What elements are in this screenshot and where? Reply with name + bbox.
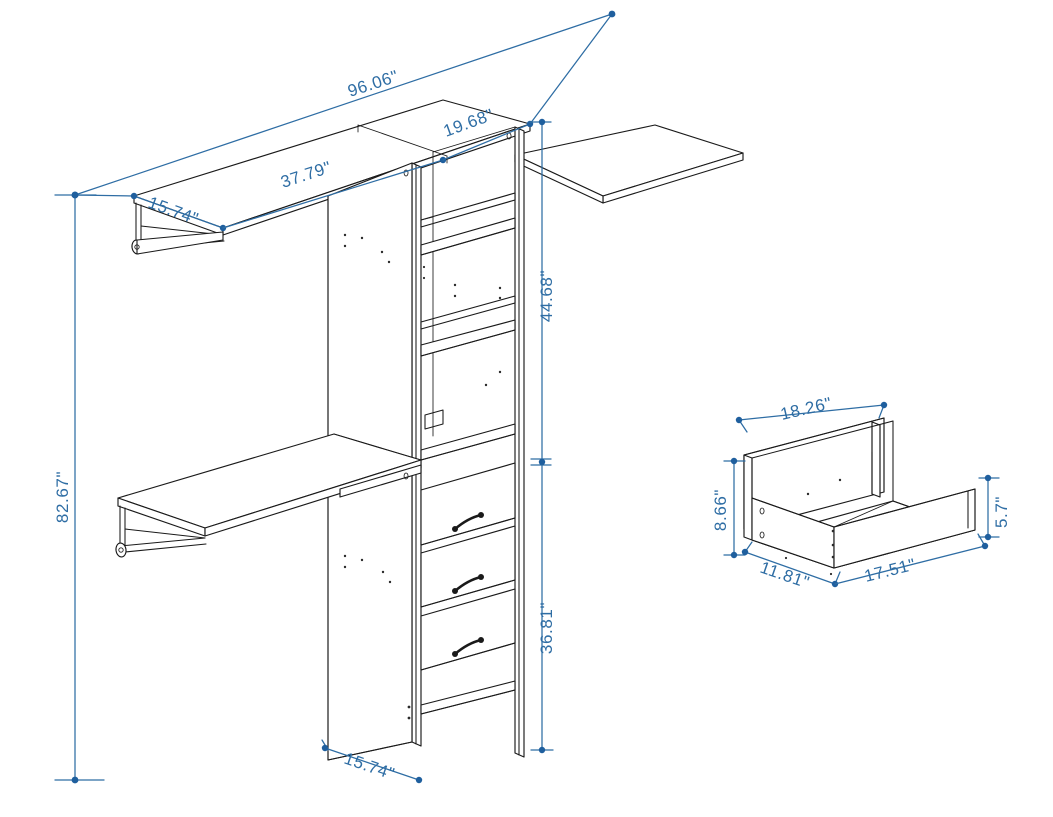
dim-overall-height: 82.67" (53, 191, 105, 784)
center-tower-left-panel (411, 162, 422, 747)
dim-label-base-depth: 15.74" (342, 749, 398, 784)
tower-shelf-3 (420, 295, 516, 330)
drawer-front-1[interactable] (420, 462, 516, 546)
dim-label-drawer-front-height: 5.7" (992, 496, 1011, 528)
dim-label-drawer-front-width: 11.81" (758, 558, 812, 593)
drawer-detail-geometry (743, 417, 976, 576)
tower-mid-shelf (420, 423, 516, 461)
dim-lower-section-height: 36.81" (530, 464, 556, 754)
dim-label-drawer-depth: 17.51" (862, 555, 917, 586)
center-tower-right-panel (514, 126, 525, 758)
dim-label-drawer-side-height: 8.66" (711, 489, 730, 531)
dim-label-overall-height: 82.67" (53, 471, 72, 523)
dim-label-lower-section-height: 36.81" (537, 602, 556, 654)
upper-hanging-rod-assembly (131, 202, 225, 255)
tower-small-divider (424, 409, 444, 430)
dim-label-overall-width: 96.06" (345, 67, 401, 101)
dim-label-upper-section-height: 44.68" (537, 270, 556, 322)
dim-drawer-front-height: 5.7" (978, 474, 1011, 541)
middle-shelf-right-segment (339, 464, 422, 498)
shelf-peg-holes (422, 265, 502, 387)
tower-bottom-shelf (420, 680, 516, 715)
tower-shelf-4 (420, 319, 516, 357)
dimension-annotations: 96.06" 15.74" 37.79" 19.68" (53, 10, 1011, 784)
middle-long-shelf (117, 433, 422, 537)
drawer-front-2[interactable] (420, 525, 516, 608)
tower-shelf-1 (420, 192, 516, 228)
left-panel-peg-holes (343, 233, 411, 720)
drawer-front-3[interactable] (420, 588, 516, 671)
dim-upper-section-height: 44.68" (529, 118, 556, 466)
dim-drawer-side-height: 8.66" (711, 457, 746, 559)
dim-label-drawer-back-width: 18.26" (779, 394, 834, 424)
drawer-detail-peg-holes (759, 478, 842, 576)
main-unit-geometry (115, 99, 744, 761)
lower-hanging-rod-assembly (115, 505, 207, 558)
tower-shelf-2 (420, 217, 516, 256)
right-extension-shelf (514, 124, 744, 204)
